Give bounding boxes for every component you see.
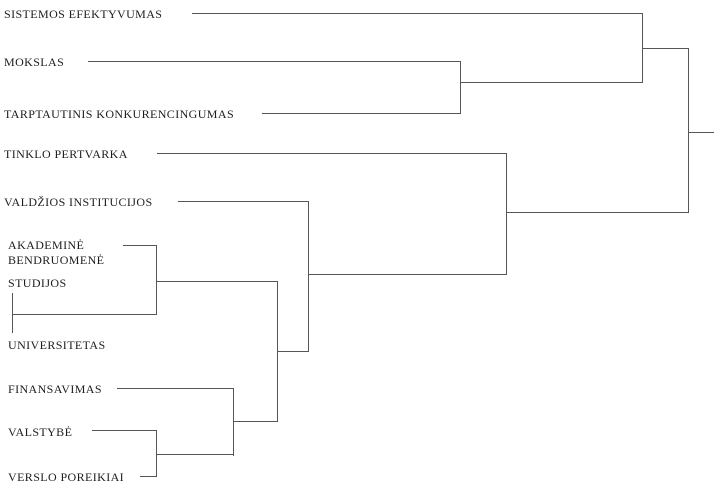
leaf-label-studijos: STUDIJOS bbox=[8, 276, 67, 290]
dendrogram-segment-join-root bbox=[688, 49, 690, 213]
leaf-label-valstybe: VALSTYBĖ bbox=[8, 425, 73, 439]
dendrogram-segment-join-mokslas-tarpt bbox=[460, 62, 462, 114]
leaf-label-sistemos-efektyvumas: SISTEMOS EFEKTYVUMAS bbox=[4, 7, 163, 21]
dendrogram-segment-root-line bbox=[689, 132, 714, 134]
dendrogram-segment-link-upper-cluster bbox=[643, 48, 689, 50]
dendrogram-segment-join-inner-subtree bbox=[277, 282, 279, 422]
dendrogram-segment-link-studijos-univ bbox=[13, 314, 157, 316]
leaf-label-akademine-bendruomene-line2: BENDRUOMENĖ bbox=[8, 253, 105, 267]
leaf-label-universitetas: UNIVERSITETAS bbox=[8, 338, 106, 352]
dendrogram-segment-link-lower-cluster bbox=[507, 212, 689, 214]
dendrogram-segment-leaf-line-valdzios bbox=[178, 201, 309, 203]
dendrogram-segment-link-finans-subtree bbox=[234, 421, 278, 423]
dendrogram-segment-leaf-line-tarptautinis bbox=[262, 113, 461, 115]
dendrogram-segment-link-valstybe-verslo bbox=[157, 454, 234, 456]
dendrogram-segment-join-valstybe-verslo bbox=[156, 431, 158, 477]
dendrogram-segment-leaf-line-verslo bbox=[140, 476, 157, 478]
leaf-label-mokslas: MOKSLAS bbox=[4, 55, 65, 69]
leaf-label-tarptautinis-konkurencingumas: TARPTAUTINIS KONKURENCINGUMAS bbox=[4, 107, 235, 121]
leaf-label-tinklo-pertvarka: TINKLO PERTVARKA bbox=[4, 147, 128, 161]
dendrogram-segment-leaf-line-valstybe bbox=[92, 430, 157, 432]
leaf-label-finansavimas: FINANSAVIMAS bbox=[8, 382, 102, 396]
leaf-label-verslo-poreikiai: VERSLO POREIKIAI bbox=[8, 470, 125, 484]
dendrogram-segment-leaf-line-mokslas bbox=[88, 61, 461, 63]
dendrogram-segment-link-mokslas-tarpt bbox=[461, 82, 643, 84]
dendrogram-segment-leaf-line-finansavimas bbox=[117, 388, 234, 390]
dendrogram-segment-join-studijos-univ bbox=[12, 293, 14, 333]
dendrogram-segment-join-finans-subtree bbox=[233, 389, 235, 456]
dendrogram-segment-leaf-line-akademine bbox=[123, 245, 157, 247]
dendrogram-segment-link-valdzios-subtree bbox=[309, 274, 507, 276]
dendrogram-segment-link-akademine-subtree bbox=[157, 281, 278, 283]
dendrogram-segment-link-inner-subtree bbox=[278, 351, 309, 353]
dendrogram-segment-leaf-line-sistemos bbox=[192, 13, 643, 15]
dendrogram-segment-leaf-line-tinklo bbox=[157, 153, 507, 155]
dendrogram-segment-join-valdzios-subtree bbox=[308, 202, 310, 352]
dendrogram-segment-join-lower-cluster bbox=[506, 154, 508, 275]
dendrogram-segment-join-upper-cluster bbox=[642, 14, 644, 83]
dendrogram-segment-join-akademine-subtree bbox=[156, 246, 158, 315]
leaf-label-akademine-bendruomene-line1: AKADEMINĖ bbox=[8, 238, 85, 252]
leaf-label-valdzios-institucijos: VALDŽIOS INSTITUCIJOS bbox=[4, 195, 153, 209]
